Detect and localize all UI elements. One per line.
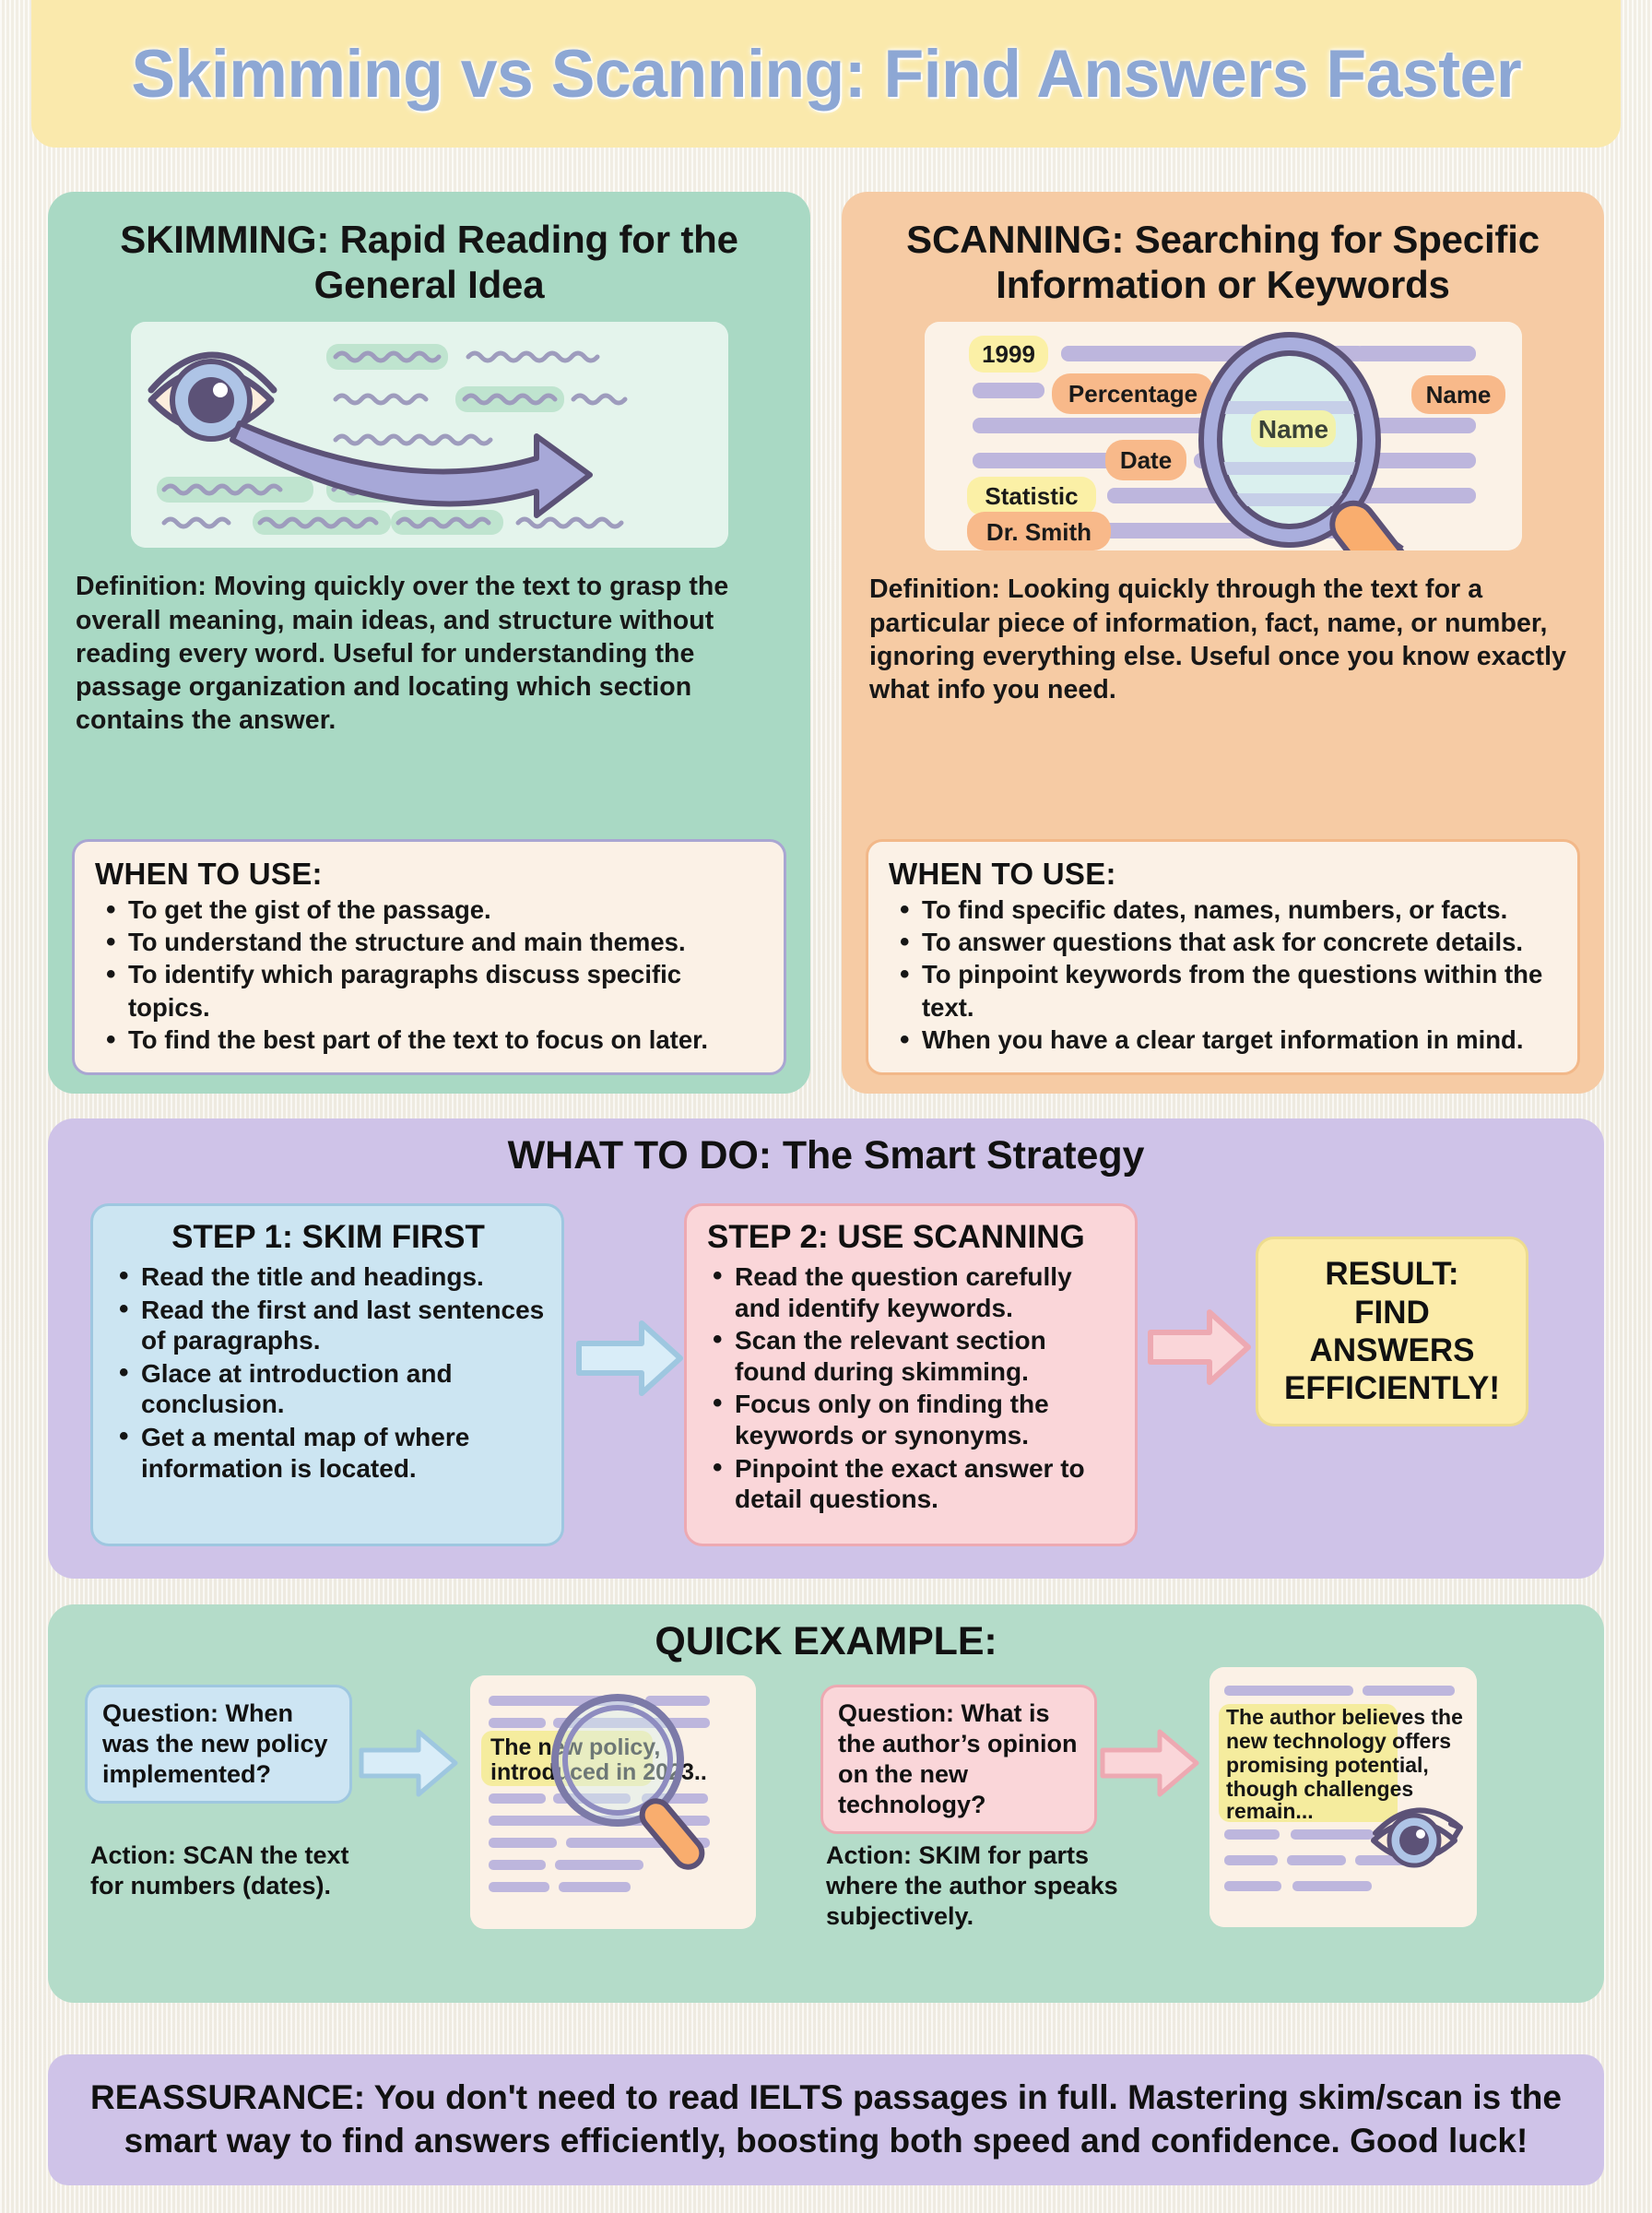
list-item: Read the question carefully and identify… bbox=[705, 1260, 1118, 1323]
example-document-card-2: The author believes the new technology o… bbox=[1210, 1667, 1477, 1927]
list-item: To pinpoint keywords from the questions … bbox=[889, 957, 1557, 1023]
step-2-card: STEP 2: USE SCANNING Read the question c… bbox=[684, 1203, 1138, 1546]
example-question-text-2: Question: What is the author’s opinion o… bbox=[838, 1699, 1078, 1818]
scanning-panel: SCANNING: Searching for Specific Informa… bbox=[842, 192, 1604, 1094]
strategy-section: WHAT TO DO: The Smart Strategy STEP 1: S… bbox=[48, 1118, 1604, 1579]
arrow-right-icon-example-2 bbox=[1100, 1729, 1199, 1797]
example-question-card-1: Question: When was the new policy implem… bbox=[85, 1685, 352, 1804]
eye-icon bbox=[148, 351, 277, 443]
step-1-list: Read the title and headings. Read the fi… bbox=[112, 1260, 545, 1484]
list-item: Glace at introduction and conclusion. bbox=[112, 1356, 545, 1420]
example-doc-highlight-2-line4: though challenges bbox=[1226, 1777, 1413, 1801]
keyword-tag-name-lens: Name bbox=[1257, 415, 1328, 444]
magnifier-keywords-illustration: 1999 Percentage Name Date Statistic Dr. … bbox=[924, 322, 1522, 551]
skimming-definition: Definition: Moving quickly over the text… bbox=[76, 572, 729, 736]
list-item: Get a mental map of where information is… bbox=[112, 1420, 545, 1484]
step-1-title: STEP 1: SKIM FIRST bbox=[171, 1219, 485, 1255]
skimming-when-to-use-list: To get the gist of the passage. To under… bbox=[95, 893, 763, 1059]
example-question-text-1: Question: When was the new policy implem… bbox=[102, 1699, 328, 1788]
eye-scanning-text-illustration bbox=[130, 322, 728, 549]
list-item: To get the gist of the passage. bbox=[95, 893, 763, 929]
list-item: Scan the relevant section found during s… bbox=[705, 1323, 1118, 1387]
quick-example-heading: QUICK EXAMPLE: bbox=[655, 1619, 997, 1663]
strategy-heading: WHAT TO DO: The Smart Strategy bbox=[507, 1133, 1145, 1178]
list-item: To find specific dates, names, numbers, … bbox=[889, 893, 1557, 929]
example-document-card-1: The new policy, introduced in 2023.. bbox=[470, 1675, 756, 1929]
example-doc-highlight-2-line3: promising potential, bbox=[1226, 1753, 1429, 1777]
title-banner: Skimming vs Scanning: Find Answers Faste… bbox=[31, 0, 1621, 148]
skimming-when-to-use-box: WHEN TO USE: To get the gist of the pass… bbox=[72, 839, 786, 1075]
curved-arrow-icon bbox=[229, 420, 593, 519]
scanning-when-to-use-box: WHEN TO USE: To find specific dates, nam… bbox=[866, 839, 1580, 1075]
keyword-tag-dr-smith: Dr. Smith bbox=[985, 518, 1091, 546]
list-item: Pinpoint the exact answer to detail ques… bbox=[705, 1451, 1118, 1515]
example-doc-highlight-2-line5: remain... bbox=[1226, 1799, 1314, 1823]
example-doc-highlight-2-line1: The author believes the bbox=[1226, 1705, 1463, 1729]
arrow-right-icon-step2-to-result bbox=[1148, 1309, 1251, 1385]
keyword-tag-1999: 1999 bbox=[982, 340, 1035, 368]
list-item: Read the first and last sentences of par… bbox=[112, 1293, 545, 1356]
list-item: To answer questions that ask for concret… bbox=[889, 925, 1557, 961]
scanning-panel-title: SCANNING: Searching for Specific Informa… bbox=[906, 218, 1540, 306]
example-question-card-2: Question: What is the author’s opinion o… bbox=[820, 1685, 1097, 1834]
example-action-text-2: Action: SKIM for parts where the author … bbox=[826, 1841, 1118, 1930]
list-item: Focus only on finding the keywords or sy… bbox=[705, 1387, 1118, 1450]
arrow-right-icon-step1-to-step2 bbox=[576, 1320, 683, 1396]
step-2-list: Read the question carefully and identify… bbox=[705, 1260, 1118, 1515]
example-action-text-1: Action: SCAN the text for numbers (dates… bbox=[90, 1841, 349, 1899]
scanning-definition: Definition: Looking quickly through the … bbox=[869, 574, 1567, 704]
skimming-panel: SKIMMING: Rapid Reading for the General … bbox=[48, 192, 810, 1094]
result-card: RESULT: FIND ANSWERS EFFICIENTLY! bbox=[1256, 1237, 1528, 1426]
keyword-tag-date: Date bbox=[1119, 446, 1171, 474]
scanning-when-to-use-list: To find specific dates, names, numbers, … bbox=[889, 893, 1557, 1059]
quick-example-section: QUICK EXAMPLE: Question: When was the ne… bbox=[48, 1604, 1604, 2003]
eye-icon bbox=[1371, 1807, 1463, 1868]
when-to-use-title: WHEN TO USE: bbox=[889, 857, 1116, 892]
magnifier-icon: Name bbox=[1198, 332, 1414, 551]
step-1-card: STEP 1: SKIM FIRST Read the title and he… bbox=[90, 1203, 564, 1546]
keyword-tag-statistic: Statistic bbox=[985, 482, 1078, 510]
list-item: To identify which paragraphs discuss spe… bbox=[95, 957, 763, 1023]
magnifier-icon bbox=[551, 1694, 705, 1870]
page-title: Skimming vs Scanning: Find Answers Faste… bbox=[131, 36, 1521, 112]
result-text: RESULT: FIND ANSWERS EFFICIENTLY! bbox=[1284, 1256, 1500, 1407]
list-item: To understand the structure and main the… bbox=[95, 925, 763, 961]
reassurance-banner: REASSURANCE: You don't need to read IELT… bbox=[48, 2054, 1604, 2185]
reassurance-text: REASSURANCE: You don't need to read IELT… bbox=[89, 2078, 1562, 2160]
when-to-use-title: WHEN TO USE: bbox=[95, 857, 323, 892]
keyword-tag-name-right: Name bbox=[1425, 381, 1491, 408]
keyword-tag-percentage: Percentage bbox=[1068, 380, 1197, 408]
list-item: Read the title and headings. bbox=[112, 1260, 545, 1293]
example-doc-highlight-2-line2: new technology offers bbox=[1226, 1729, 1451, 1753]
skimming-panel-title: SKIMMING: Rapid Reading for the General … bbox=[120, 218, 738, 306]
list-item: When you have a clear target information… bbox=[889, 1023, 1557, 1059]
step-2-title: STEP 2: USE SCANNING bbox=[707, 1219, 1085, 1255]
example-doc-highlight-1-line1: The new policy, bbox=[490, 1734, 660, 1760]
list-item: To find the best part of the text to foc… bbox=[95, 1023, 763, 1059]
arrow-right-icon-example-1 bbox=[359, 1729, 458, 1797]
